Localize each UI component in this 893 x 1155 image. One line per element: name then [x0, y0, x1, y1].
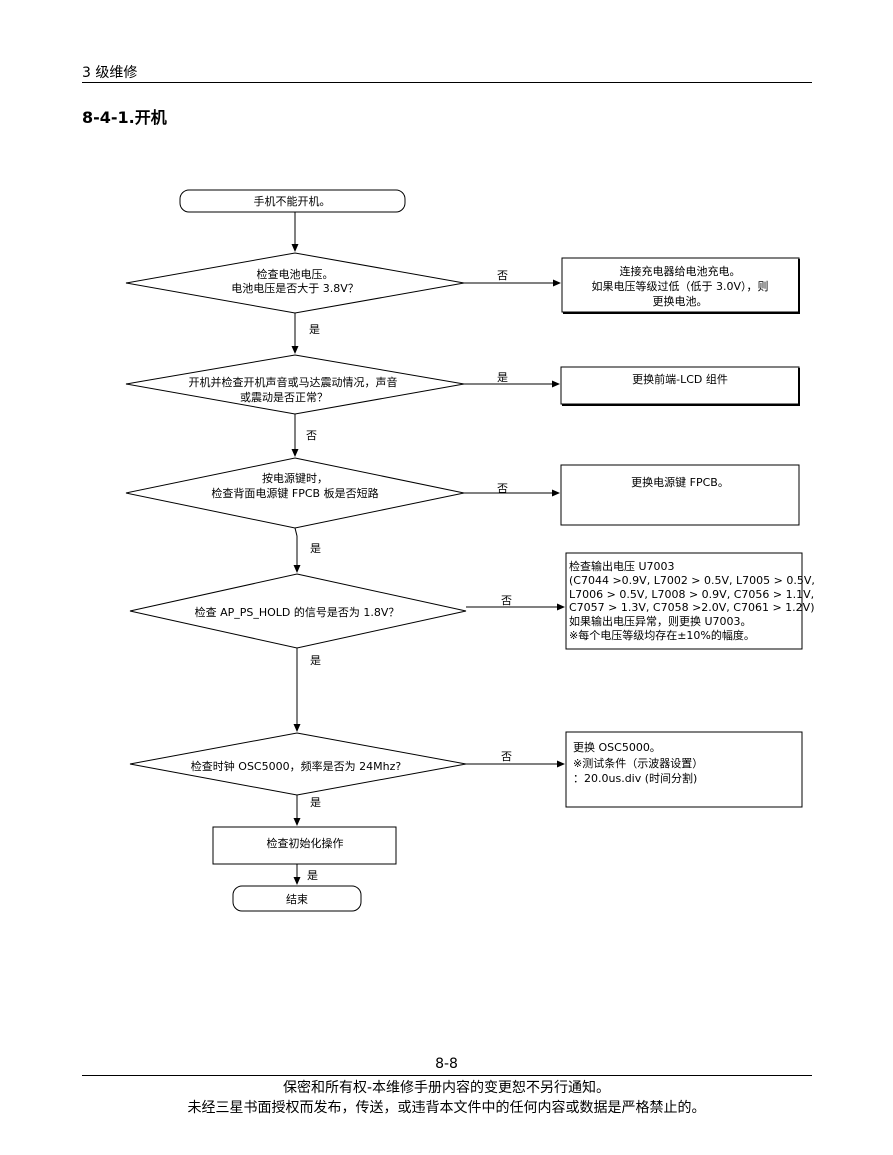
- q4-line-1: 检查 AP_PS_HOLD 的信号是否为 1.8V？: [195, 605, 400, 619]
- start-terminator: [179, 189, 406, 213]
- r5-line-1: 更换 OSC5000。: [573, 740, 661, 754]
- q1-line-1: 检查电池电压。: [257, 267, 334, 281]
- edge-label-q4-no: 否: [501, 594, 512, 607]
- r4-line-1: 检查输出电压 U7003: [569, 559, 675, 573]
- footer-rule: [82, 1075, 812, 1076]
- edge-label-q1-no: 否: [497, 269, 508, 282]
- r5-line-2: ※测试条件（示波器设置）: [573, 756, 703, 770]
- r1-line-3: 更换电池。: [653, 294, 708, 308]
- end-terminator: [232, 885, 362, 912]
- edge-label-q5-yes: 是: [310, 796, 321, 809]
- chapter-header: 3 级维修: [82, 65, 138, 81]
- header-rule: [82, 82, 812, 83]
- q2-line-1: 开机并检查开机声音或马达震动情况，声音: [189, 375, 398, 389]
- r1-line-1: 连接充电器给电池充电。: [620, 264, 741, 278]
- r4-line-6: ※每个电压等级均存在±10%的幅度。: [569, 628, 755, 642]
- r2-line-1: 更换前端-LCD 组件: [632, 372, 728, 386]
- result-box-replace-osc5000: [565, 731, 803, 808]
- edge-label-q4-yes: 是: [310, 654, 321, 667]
- section-title: 8-4-1.开机: [82, 108, 167, 127]
- q1-line-2: 电池电压是否大于 3.8V？: [231, 281, 359, 295]
- edge-label-q2-yes: 是: [497, 371, 508, 384]
- r4-line-2: (C7044 >0.9V, L7002 > 0.5V, L7005 > 0.5V…: [569, 574, 815, 587]
- edge-label-q5-no: 否: [501, 750, 512, 763]
- edge-label-q1-yes: 是: [309, 323, 320, 336]
- result-box-check-u7003: [565, 552, 803, 650]
- result-box-replace-fpcb: [560, 464, 800, 526]
- edge-label-q3-yes: 是: [310, 542, 321, 555]
- r4-line-4: C7057 > 1.3V, C7058 >2.0V, C7061 > 1.2V): [569, 601, 815, 614]
- r4-line-5: 如果输出电压异常，则更换 U7003。: [569, 614, 752, 628]
- end-label: 结束: [286, 893, 308, 906]
- process-box-init: [212, 826, 397, 865]
- q3-line-1: 按电源键时，: [262, 471, 328, 485]
- start-label: 手机不能开机。: [254, 194, 331, 208]
- r5-line-3: ：20.0us.div (时间分割): [573, 771, 697, 785]
- q2-line-2: 或震动是否正常？: [240, 391, 328, 404]
- r3-line-1: 更换电源键 FPCB。: [631, 475, 729, 489]
- footer-line-1: 保密和所有权-本维修手册内容的变更恕不另行通知。: [282, 1080, 611, 1096]
- edge-label-p6-yes: 是: [307, 869, 318, 882]
- q3-line-2: 检查背面电源键 FPCB 板是否短路: [211, 486, 378, 500]
- r1-line-2: 如果电压等级过低（低于 3.0V），则: [591, 279, 768, 293]
- q5-line-1: 检查时钟 OSC5000，频率是否为 24Mhz?: [191, 759, 402, 773]
- footer-line-2: 未经三星书面授权而发布，传送，或违背本文件中的任何内容或数据是严格禁止的。: [187, 1100, 706, 1116]
- r4-line-3: L7006 > 0.5V, L7008 > 0.9V, C7056 > 1.1V…: [569, 588, 814, 601]
- page-number: 8-8: [435, 1056, 458, 1072]
- edge-label-q3-no: 否: [497, 482, 508, 495]
- edge-label-q2-no: 否: [306, 429, 317, 442]
- p6-label: 检查初始化操作: [267, 836, 344, 850]
